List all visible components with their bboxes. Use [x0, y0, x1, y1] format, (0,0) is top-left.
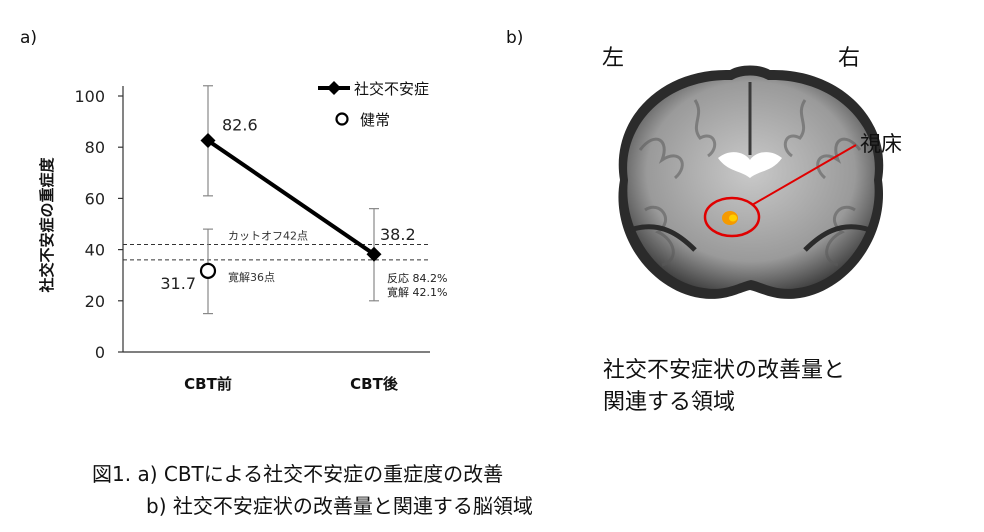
reference-line-label: 寛解36点 [228, 270, 275, 284]
y-tick-label: 100 [74, 87, 105, 106]
figure-caption-line2: b) 社交不安症状の改善量と関連する脳領域 [146, 494, 533, 518]
legend-label-healthy: 健常 [360, 111, 390, 129]
legend-label-social-anxiety: 社交不安症 [354, 80, 429, 98]
panel-a-label: a) [20, 28, 38, 48]
figure-caption-line1: 図1. a) CBTによる社交不安症の重症度の改善 [92, 462, 504, 486]
y-tick-label: 60 [85, 189, 105, 208]
right-hemisphere-label: 右 [838, 46, 861, 71]
data-point-social-anxiety [200, 133, 216, 149]
left-hemisphere-label: 左 [602, 46, 625, 71]
y-tick-label: 0 [95, 343, 105, 362]
series-line-social-anxiety [206, 138, 376, 256]
annotation-remission: 寛解 42.1% [387, 285, 447, 299]
thalamus-label: 視床 [860, 132, 902, 156]
data-point-social-anxiety [366, 246, 382, 262]
y-axis-label: 社交不安症の重症度 [38, 157, 56, 294]
reference-line-label: カットオフ42点 [228, 229, 308, 242]
data-point-healthy [199, 262, 217, 279]
brain-caption-line1: 社交不安症状の改善量と [603, 358, 846, 383]
y-tick-label: 40 [85, 241, 105, 260]
data-label: 31.7 [160, 274, 196, 293]
x-tick-label: CBT後 [350, 375, 399, 393]
legend-marker-social-anxiety [327, 81, 341, 95]
brain-slice-image [618, 65, 884, 299]
annotation-response: 反応 84.2% [387, 271, 447, 285]
brain-caption-line2: 関連する領域 [603, 390, 736, 415]
x-tick-label: CBT前 [184, 375, 232, 393]
data-label: 82.6 [222, 116, 258, 135]
y-tick-label: 80 [85, 138, 105, 157]
legend-marker-healthy [335, 112, 349, 126]
y-tick-label: 20 [85, 292, 105, 311]
panel-b-label: b) [506, 28, 524, 48]
data-label: 38.2 [380, 225, 416, 244]
